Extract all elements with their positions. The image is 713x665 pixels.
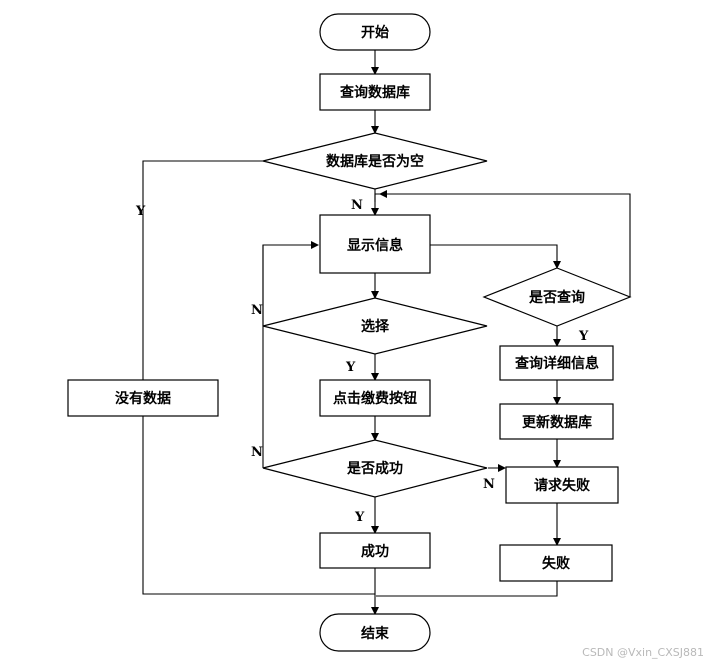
select-yes-label: Y xyxy=(345,360,356,375)
arrow-show-to-isquery xyxy=(430,244,561,269)
update-db-label: 更新数据库 xyxy=(522,414,592,431)
start-terminal xyxy=(319,13,431,51)
select-label: 选择 xyxy=(361,318,390,335)
show-info-label: 显示信息 xyxy=(347,237,403,254)
click-pay-box xyxy=(319,379,431,417)
is-success-no-left-label: N xyxy=(251,445,263,460)
fail-label: 失败 xyxy=(542,555,571,572)
is-success-label: 是否成功 xyxy=(347,460,403,477)
is-success-no-right-label: N xyxy=(483,477,495,492)
watermark: CSDN @Vxin_CXSJ881 xyxy=(582,646,704,659)
is-success-decision xyxy=(262,439,488,498)
end-terminal xyxy=(319,613,431,652)
query-db-box xyxy=(319,73,431,111)
select-decision xyxy=(262,297,488,355)
connectors xyxy=(142,50,631,615)
db-empty-no-label: N xyxy=(351,198,363,213)
request-fail-box xyxy=(505,466,619,504)
end-label: 结束 xyxy=(361,625,390,642)
is-query-label: 是否查询 xyxy=(529,289,585,306)
query-db-label: 查询数据库 xyxy=(340,84,410,101)
query-detail-label: 查询详细信息 xyxy=(515,355,599,372)
arrow-fail-to-end-line xyxy=(376,581,558,597)
fail-box xyxy=(499,544,613,582)
db-empty-decision xyxy=(262,132,488,190)
is-success-yes-label: Y xyxy=(354,510,365,525)
request-fail-label: 请求失败 xyxy=(534,477,591,494)
no-data-box xyxy=(67,379,219,417)
click-pay-label: 点击缴费按钮 xyxy=(333,390,417,407)
start-label: 开始 xyxy=(361,24,389,41)
success-box xyxy=(319,532,431,569)
no-data-label: 没有数据 xyxy=(115,390,171,407)
update-db-box xyxy=(499,403,614,440)
is-query-yes-label: Y xyxy=(578,329,589,344)
db-empty-yes-label: Y xyxy=(135,204,146,219)
select-no-label: N xyxy=(251,303,263,318)
success-label: 成功 xyxy=(361,543,389,560)
query-detail-box xyxy=(499,345,614,381)
db-empty-label: 数据库是否为空 xyxy=(326,153,424,170)
is-query-decision xyxy=(482,267,632,327)
show-info-box xyxy=(319,214,431,274)
